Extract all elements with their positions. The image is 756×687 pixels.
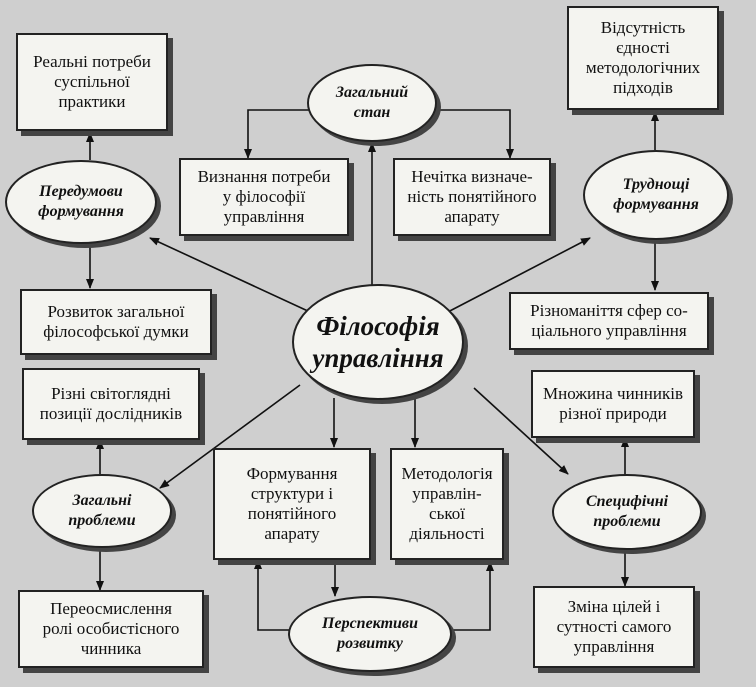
box-mnozhyna-chynnykiv: Множина чинників різної природи [531, 370, 695, 438]
box-metodolohiia: Методологія управлін- ської діяльності [390, 448, 504, 560]
arrow-center-to-trudnoshchi [443, 237, 591, 315]
box-riznomanittia-sfer: Різноманіття сфер со- ціального управлін… [509, 292, 709, 350]
box-rozvytok-dumky: Розвиток загальної філософської думки [20, 289, 212, 355]
node-spetsyfichni-problemy: Специфічні проблеми [552, 474, 702, 550]
arrow-center-to-spetsyfichni-problemy [473, 387, 569, 475]
box-zmina-tsilei: Зміна цілей і сутності самого управління [533, 586, 695, 668]
box-pereosmyslennia: Переосмислення ролі особистісного чинник… [18, 590, 204, 668]
arrow-stan-to-nechitka [424, 109, 514, 159]
box-nechitka-vyznachenist: Нечітка визначе- ність понятійного апара… [393, 158, 551, 236]
box-formuvannia-struktury: Формування структури і понятійного апара… [213, 448, 371, 560]
node-trudnoshchi-formuvannia: Труднощі формування [583, 150, 729, 240]
box-vyznannia-potreby: Визнання потреби у філософії управління [179, 158, 349, 236]
box-realni-potreby: Реальні потреби суспільної практики [16, 33, 168, 131]
arrow-center-to-peredumovy [149, 237, 311, 313]
box-vidsutnist-yednosti: Відсутність єдності методологічних підхо… [567, 6, 719, 110]
arrow-stan-to-vyznannia [244, 109, 318, 159]
center-node-filosofiia: Філософія управління [292, 284, 464, 400]
node-perspektyvy-rozvytku: Перспективи розвитку [288, 596, 452, 672]
box-rizni-svitohliadni: Різні світоглядні позиції дослідників [22, 368, 200, 440]
node-peredumovy-formuvannia: Передумови формування [5, 160, 157, 244]
arrow-perspektyvy-to-metodolohiia [450, 561, 494, 631]
arrow-perspektyvy-to-formuvannia [254, 559, 290, 631]
arrow-center-to-zahalni-problemy [159, 384, 301, 489]
node-zahalni-problemy: Загальні проблеми [32, 474, 172, 548]
node-zahalnyi-stan: Загальний стан [307, 64, 437, 142]
